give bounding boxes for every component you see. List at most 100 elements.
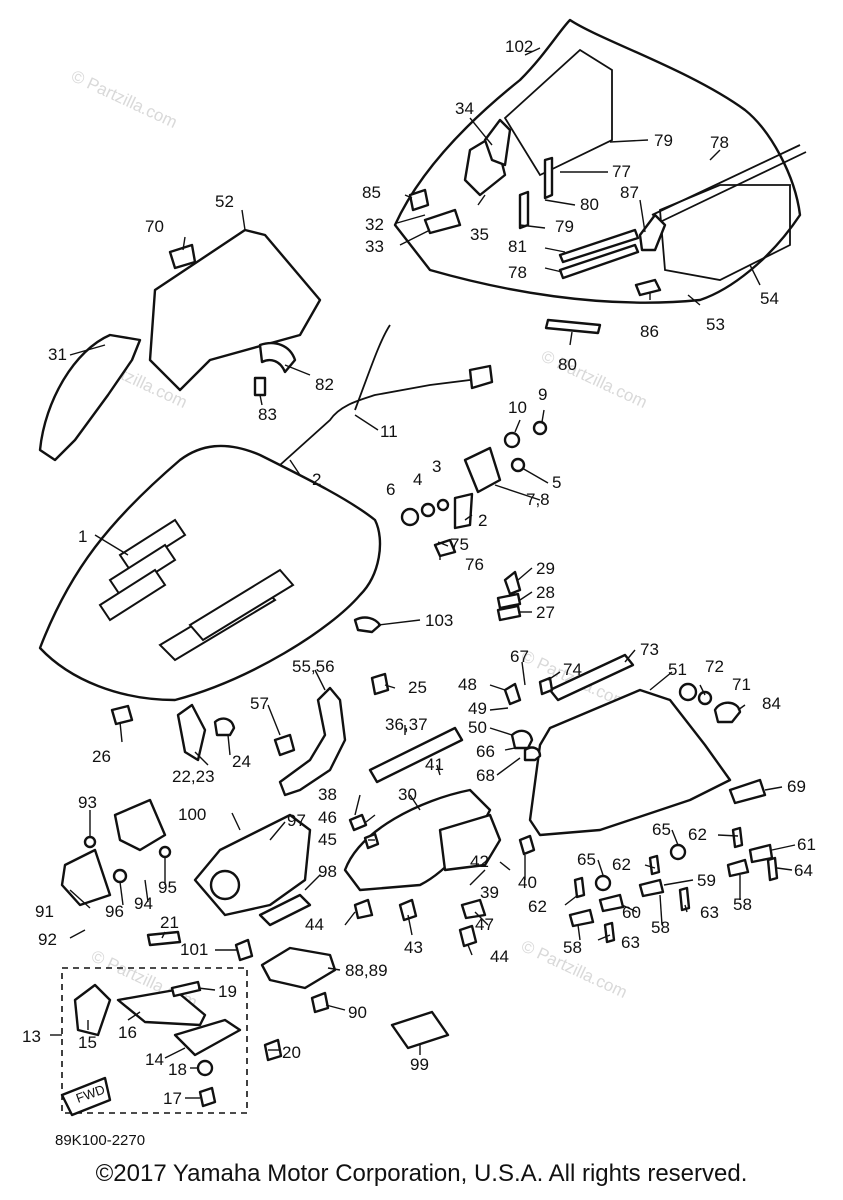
latch-plate [463, 446, 502, 494]
part-label-50: 50 [468, 718, 487, 737]
part-label-42: 42 [470, 852, 489, 871]
part-label-58: 58 [651, 918, 670, 937]
part-label-75: 75 [450, 535, 469, 554]
grommet [697, 690, 713, 706]
part-label-6: 6 [386, 480, 395, 499]
fastener [766, 856, 779, 882]
part-label-79: 79 [654, 131, 673, 150]
part-label-21: 21 [160, 913, 179, 932]
part-label-100: 100 [178, 805, 206, 824]
hood-vent [98, 568, 167, 622]
part-label-85: 85 [362, 183, 381, 202]
part-label-32: 32 [365, 215, 384, 234]
trim-piece [518, 190, 530, 230]
hood-vent [118, 518, 187, 572]
part-label-47: 47 [475, 915, 494, 934]
washer-plate [496, 604, 522, 622]
drawing-code: 89K100-2270 [55, 1132, 145, 1149]
part-label-70: 70 [145, 217, 164, 236]
hinge-arm [453, 492, 474, 530]
part-label-4: 4 [413, 470, 422, 489]
hood-shell [38, 444, 382, 702]
part-label-25: 25 [408, 678, 427, 697]
part-label-43: 43 [404, 938, 423, 957]
part-label-15: 15 [78, 1033, 97, 1052]
latch [728, 778, 767, 805]
rail [368, 726, 464, 784]
part-label-69: 69 [787, 777, 806, 796]
main-hood [38, 444, 382, 702]
bolt [458, 924, 478, 948]
clip [638, 878, 665, 898]
part-label-58: 58 [733, 895, 752, 914]
fastener [731, 826, 744, 849]
screw [253, 376, 267, 397]
windshield-part [393, 18, 802, 304]
part-label-48: 48 [458, 675, 477, 694]
part-label-63: 63 [700, 903, 719, 922]
bolt [83, 835, 97, 849]
part-label-65: 65 [577, 850, 596, 869]
part-label-18: 18 [168, 1060, 187, 1079]
part-label-41: 41 [425, 755, 444, 774]
part-label-27: 27 [536, 603, 555, 622]
part-label-63: 63 [621, 933, 640, 952]
cable [279, 379, 471, 466]
fastener [503, 570, 522, 596]
part-label-5: 5 [552, 473, 561, 492]
fastener [603, 921, 616, 944]
part-label-49: 49 [468, 699, 487, 718]
bracket [170, 980, 202, 998]
part-label-33: 33 [365, 237, 384, 256]
nut [503, 431, 521, 449]
part-label-31: 31 [48, 345, 67, 364]
windshield-side-panel [659, 184, 791, 281]
part-label-86: 86 [640, 322, 659, 341]
pad [146, 930, 182, 947]
part-label-24: 24 [232, 752, 251, 771]
part-label-99: 99 [410, 1055, 429, 1074]
part-label-101: 101 [180, 940, 208, 959]
part-label-81: 81 [508, 237, 527, 256]
screw-head [532, 420, 548, 436]
grille-assembly [60, 798, 172, 907]
bolt [398, 898, 418, 922]
part-label-3: 3 [432, 457, 441, 476]
part-label-96: 96 [105, 902, 124, 921]
headlight-assembly [38, 228, 494, 466]
part-label-59: 59 [697, 871, 716, 890]
part-label-29: 29 [536, 559, 555, 578]
windshield-trim [659, 151, 807, 223]
bracket [638, 213, 667, 252]
hood-bracket [278, 686, 347, 797]
part-label-26: 26 [92, 747, 111, 766]
grille [113, 798, 167, 852]
clip [634, 278, 662, 297]
part-label-9: 9 [538, 385, 547, 404]
part-label-87: 87 [620, 183, 639, 202]
part-label-51: 51 [668, 660, 687, 679]
part-label-80: 80 [580, 195, 599, 214]
label-plate [390, 1010, 450, 1050]
bottom-parts [60, 930, 450, 1117]
hood-vent [188, 568, 295, 642]
part-label-19: 19 [218, 982, 237, 1001]
part-label-93: 93 [78, 793, 97, 812]
part-label-71: 71 [732, 675, 751, 694]
bolt [234, 938, 254, 962]
part-label-14: 14 [145, 1050, 164, 1069]
part-label-2: 2 [312, 470, 321, 489]
part-label-103: 103 [425, 611, 453, 630]
part-label-54: 54 [760, 289, 779, 308]
washer [196, 1059, 214, 1077]
part-label-92: 92 [38, 930, 57, 949]
part-label-84: 84 [762, 694, 781, 713]
latch-plate [176, 703, 207, 762]
tray [260, 946, 337, 990]
fwd-arrow [60, 1076, 112, 1117]
washer [112, 868, 128, 884]
bolt [353, 898, 374, 920]
cable-end [468, 364, 494, 390]
fastener [648, 854, 661, 876]
